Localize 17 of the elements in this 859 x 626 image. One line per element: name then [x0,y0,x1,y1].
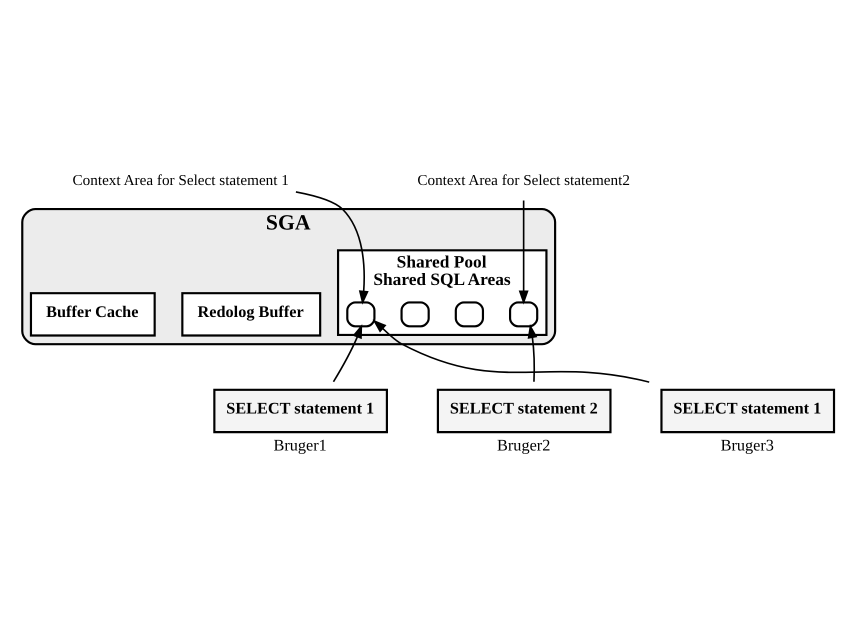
node-box [454,301,484,328]
node-label: Bruger2 [497,436,550,455]
cluster: Shared Pool Shared SQL Areas [336,249,548,336]
node-box [509,301,538,328]
node-box [346,301,376,328]
node-label: Bruger3 [720,436,774,455]
arrow [518,200,529,305]
node-text: Context Area for Select statement 1 [72,172,289,189]
node-box: Redolog Buffer [181,292,322,337]
arrow [528,324,538,382]
node-label: Bruger1 [274,436,327,455]
arrow [372,320,650,383]
node-box [400,301,430,328]
node-text: Context Area for Select statement2 [417,172,630,189]
arrow [296,191,369,305]
arrow [332,324,362,382]
node-box: Buffer Cache [30,292,156,337]
